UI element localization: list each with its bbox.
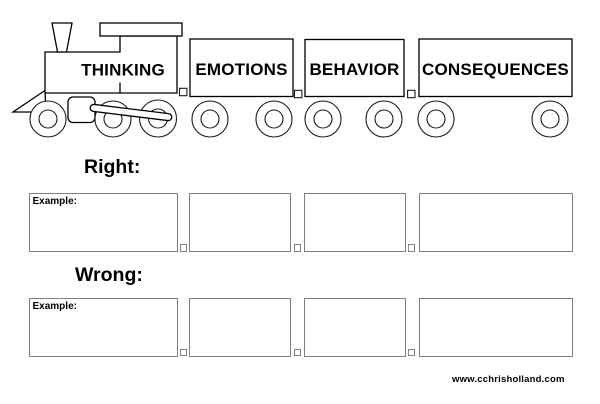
wheel-icon (304, 100, 342, 138)
box-connector-icon (293, 348, 301, 356)
right-emotions-box[interactable] (189, 193, 291, 252)
right-behavior-box[interactable] (304, 193, 406, 252)
wheel-icon (531, 100, 569, 138)
wrong-behavior-box[interactable] (304, 297, 406, 357)
box-connector-icon (407, 348, 415, 356)
coupler-icon (293, 89, 303, 99)
cab-roof (99, 22, 183, 37)
wheel-icon (29, 100, 67, 138)
car-behavior (304, 38, 405, 98)
wrong-thinking-box[interactable]: Example: (28, 297, 178, 357)
website-url: www.cchrisholland.com (452, 374, 565, 385)
box-connector-icon (293, 244, 301, 252)
wheel-icon (417, 100, 455, 138)
wrong-section-label: Wrong: (75, 264, 143, 286)
right-consequences-box[interactable] (419, 193, 573, 252)
car-emotions (189, 38, 294, 98)
train-illustration: THINKING EMOTIONS BEHAVIOR CONSEQUENCES (10, 22, 573, 138)
coupler-icon (178, 87, 188, 97)
car-consequences (418, 38, 573, 98)
wrong-emotions-box[interactable] (189, 297, 291, 357)
example-label: Example: (32, 300, 77, 312)
smokestack-icon (51, 22, 73, 53)
right-thinking-box[interactable]: Example: (28, 193, 178, 252)
example-label: Example: (32, 196, 77, 207)
box-connector-icon (179, 348, 187, 356)
right-section-label: Right: (84, 156, 141, 178)
connecting-rod (89, 103, 173, 122)
box-connector-icon (179, 244, 187, 252)
wrong-consequences-box[interactable] (419, 297, 573, 357)
wheel-icon (365, 100, 403, 138)
locomotive (10, 22, 183, 124)
coupler-icon (407, 89, 416, 99)
box-connector-icon (407, 244, 415, 252)
wheel-icon (255, 100, 293, 138)
car-label-consequences: CONSEQUENCES (422, 60, 569, 79)
wheel-icon (191, 100, 229, 138)
car-label-thinking: THINKING (81, 61, 165, 80)
car-label-emotions: EMOTIONS (195, 60, 287, 79)
car-label-behavior: BEHAVIOR (309, 60, 399, 79)
